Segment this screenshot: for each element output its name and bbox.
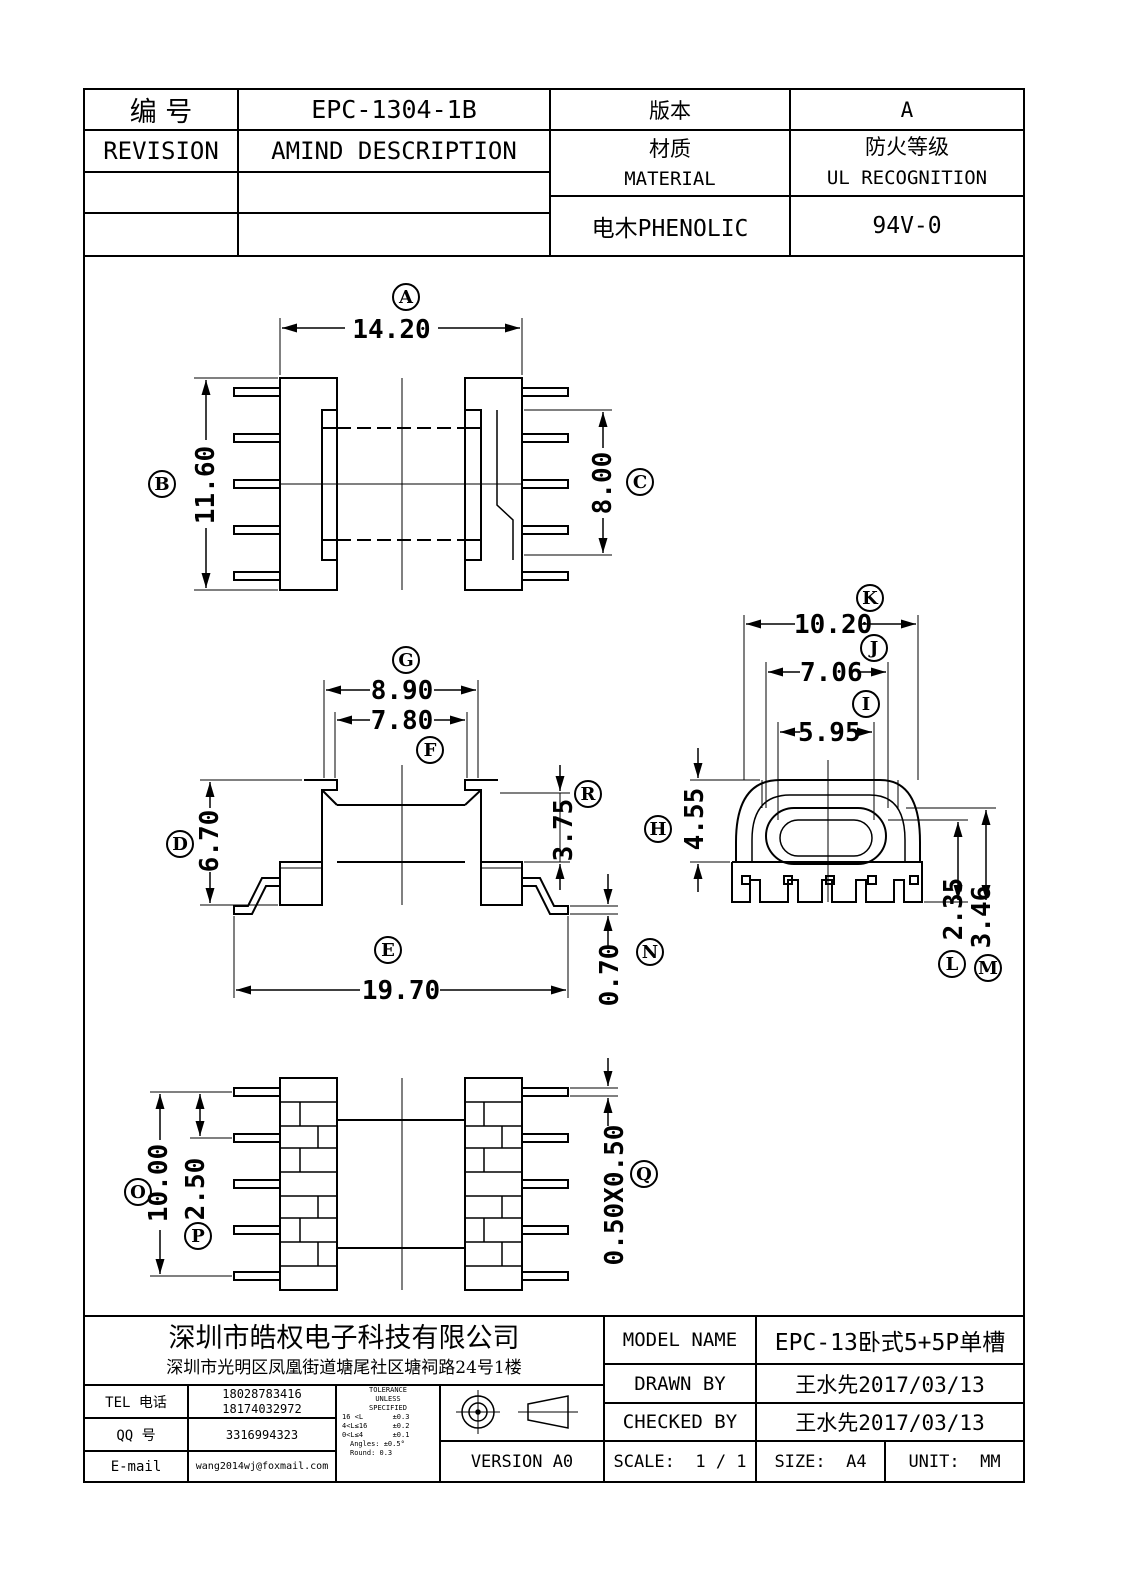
tolerance-row-2: 4<L≤16 ±0.2 bbox=[342, 1422, 410, 1430]
dim-n-value: 0.70 bbox=[595, 943, 625, 1007]
callout-e: E bbox=[374, 936, 402, 964]
top-view bbox=[194, 318, 612, 591]
drawn-by-label: DRAWN BY bbox=[634, 1372, 726, 1395]
callout-j: J bbox=[860, 634, 888, 662]
callout-p: P bbox=[184, 1222, 212, 1250]
tolerance-row-4: Angles: ±0.5° bbox=[350, 1440, 405, 1448]
company-name: 深圳市皓权电子科技有限公司 bbox=[168, 1322, 520, 1354]
dim-e-value: 19.70 bbox=[361, 976, 441, 1006]
dim-p-value: 2.50 bbox=[181, 1157, 211, 1221]
model-name-label: MODEL NAME bbox=[622, 1329, 738, 1351]
end-view bbox=[690, 615, 996, 903]
tel-2: 18174032972 bbox=[222, 1402, 302, 1416]
dim-h-value: 4.55 bbox=[680, 787, 710, 851]
ul-label-cn: 防火等级 bbox=[865, 135, 949, 159]
tolerance-title-1: TOLERANCE bbox=[369, 1386, 407, 1394]
tolerance-row-1: 16 <L ±0.3 bbox=[342, 1413, 410, 1421]
email-value: wang2014wj@foxmail.com bbox=[195, 1461, 329, 1472]
dim-l-value: 2.35 bbox=[939, 877, 969, 941]
dim-j-value: 7.06 bbox=[800, 658, 863, 688]
callout-g: G bbox=[392, 646, 420, 674]
material-value: 电木PHENOLIC bbox=[591, 216, 749, 242]
revision-label: REVISION bbox=[103, 137, 219, 165]
dim-m-value: 3.46 bbox=[967, 885, 997, 949]
number-label: 编 号 bbox=[129, 97, 193, 128]
size-label: SIZE: A4 bbox=[774, 1451, 867, 1472]
dim-g-value: 8.90 bbox=[370, 676, 434, 706]
callout-a: A bbox=[392, 283, 420, 311]
callout-c: C bbox=[626, 468, 654, 496]
dim-c-value: 8.00 bbox=[588, 451, 618, 515]
material-label-en: MATERIAL bbox=[624, 168, 716, 190]
dim-b-value: 11.60 bbox=[191, 445, 221, 525]
dim-q-value: 0.50X0.50 bbox=[600, 1124, 630, 1266]
side-view bbox=[200, 680, 618, 998]
callout-d: D bbox=[166, 830, 194, 858]
tolerance-row-3: 0<L≤4 ±0.1 bbox=[342, 1431, 410, 1439]
callout-b: B bbox=[148, 470, 176, 498]
email-label: E-mail bbox=[110, 1458, 162, 1475]
version-label: 版本 bbox=[649, 98, 691, 123]
callout-h: H bbox=[644, 815, 672, 843]
company-address: 深圳市光明区凤凰街道塘尾社区塘祠路24号1楼 bbox=[166, 1357, 522, 1378]
ul-label-en: UL RECOGNITION bbox=[826, 167, 988, 189]
callout-o: O bbox=[124, 1178, 152, 1206]
callout-m: M bbox=[974, 954, 1002, 982]
dim-a-value: 14.20 bbox=[352, 315, 431, 345]
qq-value: 3316994323 bbox=[225, 1427, 299, 1442]
callout-q: Q bbox=[630, 1160, 658, 1188]
callout-f: F bbox=[416, 736, 444, 764]
tolerance-block: TOLERANCE UNLESS SPECIFIED 16 <L ±0.3 4<… bbox=[336, 1386, 440, 1458]
checked-by-label: CHECKED BY bbox=[622, 1411, 738, 1433]
callout-k: K bbox=[856, 584, 884, 612]
callout-n: N bbox=[636, 938, 664, 966]
callout-l: L bbox=[938, 950, 966, 978]
tolerance-row-5: Round: 0.3 bbox=[350, 1449, 393, 1457]
tel-1: 18028783416 bbox=[222, 1387, 302, 1401]
projection-symbol bbox=[456, 1390, 578, 1434]
ul-value: 94V-0 bbox=[872, 213, 942, 239]
scale-label: SCALE: 1 / 1 bbox=[613, 1451, 747, 1472]
material-label-cn: 材质 bbox=[649, 137, 691, 161]
bottom-view bbox=[150, 1058, 618, 1291]
drawn-by-value: 王水先2017/03/13 bbox=[795, 1372, 985, 1397]
checked-by-value: 王水先2017/03/13 bbox=[795, 1411, 985, 1435]
model-name-value: EPC-13卧式5+5P单槽 bbox=[774, 1330, 1006, 1356]
dim-i-value: 5.95 bbox=[798, 718, 861, 748]
tel-label: TEL 电话 bbox=[105, 1394, 167, 1411]
qq-label: QQ 号 bbox=[116, 1427, 156, 1444]
dim-r-value: 3.75 bbox=[549, 798, 579, 862]
version-value: A bbox=[900, 97, 914, 122]
callout-i: I bbox=[852, 690, 880, 718]
dim-k-value: 10.20 bbox=[794, 610, 873, 640]
part-number: EPC-1304-1B bbox=[311, 95, 477, 124]
version-label-footer: VERSION A0 bbox=[470, 1451, 574, 1472]
dim-f-value: 7.80 bbox=[370, 706, 434, 736]
tolerance-title-3: SPECIFIED bbox=[369, 1404, 407, 1412]
dim-d-value: 6.70 bbox=[195, 809, 225, 873]
unit-label: UNIT: MM bbox=[908, 1451, 1001, 1472]
dim-o-value: 10.00 bbox=[144, 1143, 174, 1223]
amind-description-label: AMIND DESCRIPTION bbox=[271, 137, 517, 165]
tolerance-title-2: UNLESS bbox=[375, 1395, 401, 1403]
callout-r: R bbox=[574, 780, 602, 808]
